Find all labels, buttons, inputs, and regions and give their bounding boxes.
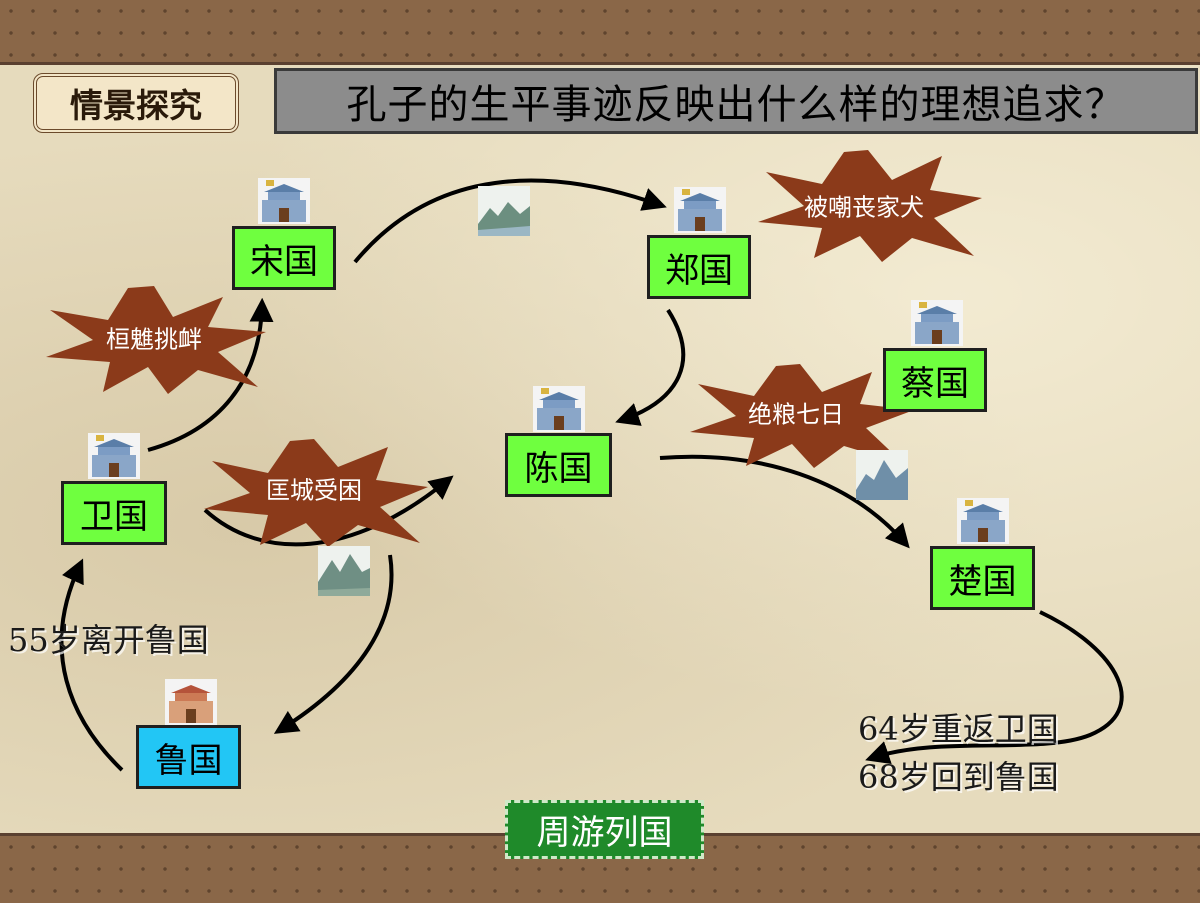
event-huan-tui-label: 桓魋挑衅 — [106, 325, 202, 354]
castle-gate-icon — [957, 498, 1009, 544]
arrow-lu-to-wei — [59, 558, 124, 772]
decorative-top-border — [0, 0, 1200, 65]
state-zheng: 郑国 — [647, 235, 751, 299]
mountain-landscape-icon — [478, 186, 530, 236]
arrow-kuang-to-lu — [273, 554, 394, 734]
burst-mocked — [758, 150, 982, 262]
arrow-wei-to-chen — [203, 475, 454, 547]
state-chen: 陈国 — [505, 433, 612, 497]
castle-gate-icon — [911, 300, 963, 346]
arrow-chen-to-chu — [659, 454, 910, 549]
event-mocked-label: 被嘲丧家犬 — [804, 193, 924, 222]
arrow-song-to-zheng — [353, 178, 667, 264]
burst-kuang-cheng — [204, 439, 428, 547]
note-return-wei: 64岁重返卫国 — [858, 710, 1059, 748]
state-wei: 卫国 — [61, 481, 167, 545]
castle-gate-icon — [674, 187, 726, 233]
event-kuang-cheng-label: 匡城受困 — [266, 476, 362, 505]
note-return-lu: 68岁回到鲁国 — [858, 758, 1059, 796]
state-cai: 蔡国 — [883, 348, 987, 412]
event-starved-label: 绝粮七日 — [748, 400, 844, 429]
burst-starved — [690, 364, 914, 468]
mountain-landscape-icon — [318, 546, 370, 596]
note-leave-lu: 55岁离开鲁国 — [8, 621, 209, 659]
burst-huan-tui — [46, 286, 266, 394]
page-title: 孔子的生平事迹反映出什么样的理想追求？ — [274, 68, 1198, 134]
castle-gate-icon — [88, 433, 140, 479]
travels-button[interactable]: 周游列国 — [505, 800, 704, 859]
arrow-wei-to-song — [147, 297, 274, 452]
arrow-chu-to-return — [865, 610, 1124, 764]
arrow-zheng-to-chen — [615, 308, 686, 426]
mountain-landscape-icon — [856, 450, 908, 500]
castle-gate-icon — [165, 679, 217, 725]
state-song: 宋国 — [232, 226, 336, 290]
state-lu: 鲁国 — [136, 725, 241, 789]
castle-gate-icon — [258, 178, 310, 224]
castle-gate-icon — [533, 386, 585, 432]
section-tag: 情景探究 — [33, 73, 239, 133]
state-chu: 楚国 — [930, 546, 1035, 610]
